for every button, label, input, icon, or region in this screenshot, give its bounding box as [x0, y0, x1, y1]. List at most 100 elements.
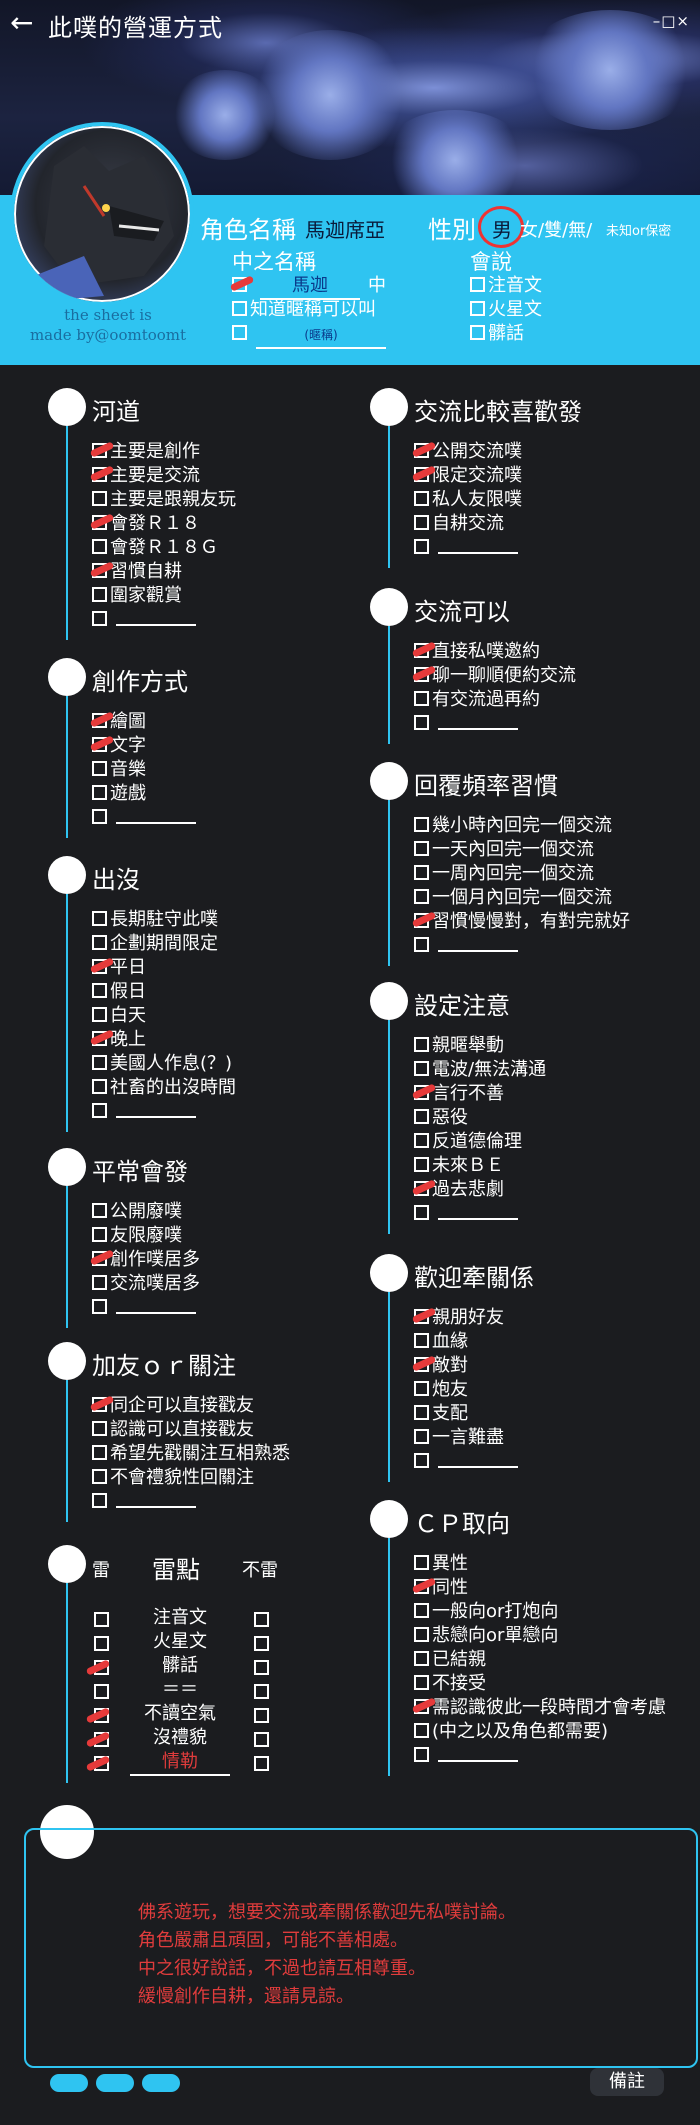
checkbox[interactable]: [414, 1747, 429, 1762]
checkbox[interactable]: [414, 1109, 429, 1124]
checkbox[interactable]: [92, 1275, 107, 1290]
checkbox-mine[interactable]: [94, 1612, 109, 1627]
checkbox[interactable]: [414, 1333, 429, 1348]
checkbox[interactable]: [92, 1445, 107, 1460]
checkbox[interactable]: [92, 935, 107, 950]
gender-unknown[interactable]: 未知or保密: [606, 224, 672, 239]
checkbox[interactable]: [92, 983, 107, 998]
memo-button[interactable]: 備註: [590, 2068, 664, 2096]
checkbox-mine[interactable]: [94, 1636, 109, 1651]
checkbox[interactable]: [92, 1421, 107, 1436]
checkbox[interactable]: [92, 1007, 107, 1022]
option-label: 過去悲劇: [432, 1179, 504, 1200]
checkbox[interactable]: [414, 539, 429, 554]
checkbox[interactable]: [414, 1555, 429, 1570]
checkbox[interactable]: [414, 1205, 429, 1220]
checkbox[interactable]: [92, 1103, 107, 1118]
checkbox[interactable]: [92, 785, 107, 800]
section-line: [66, 696, 68, 838]
checkbox[interactable]: [232, 325, 247, 340]
list-item: 一個月內回完一個交流: [414, 886, 612, 910]
checkbox[interactable]: [232, 301, 247, 316]
checkbox[interactable]: [414, 1157, 429, 1172]
section-dot: [48, 856, 86, 894]
option-label: 不會禮貌性回關注: [110, 1467, 254, 1488]
fill-blank[interactable]: [438, 1452, 518, 1468]
checkbox-not-mine[interactable]: [254, 1660, 269, 1675]
pill-button[interactable]: [96, 2074, 134, 2092]
fill-blank[interactable]: [116, 808, 196, 824]
checkbox[interactable]: [92, 809, 107, 824]
fill-blank[interactable]: [116, 1492, 196, 1508]
checkbox[interactable]: [414, 1405, 429, 1420]
checkbox[interactable]: [414, 937, 429, 952]
checkbox[interactable]: [414, 889, 429, 904]
checkbox[interactable]: [92, 911, 107, 926]
checkbox-not-mine[interactable]: [254, 1684, 269, 1699]
pill-button[interactable]: [50, 2074, 88, 2092]
fill-blank[interactable]: [438, 1204, 518, 1220]
checkbox[interactable]: [414, 715, 429, 730]
checkbox[interactable]: [470, 325, 485, 340]
checkbox[interactable]: [414, 1429, 429, 1444]
option-label: 習慣慢慢對，有對完就好: [432, 911, 630, 932]
checkbox-not-mine[interactable]: [254, 1636, 269, 1651]
mine-label: 火星文: [153, 1631, 207, 1652]
checkbox[interactable]: [92, 761, 107, 776]
section-title: 設定注意: [414, 992, 510, 1020]
window-controls[interactable]: –□×: [652, 12, 690, 30]
checkbox[interactable]: [414, 491, 429, 506]
checkbox[interactable]: [92, 1493, 107, 1508]
option-label: 公開廢噗: [110, 1201, 182, 1222]
fill-blank[interactable]: [116, 610, 196, 626]
checkbox[interactable]: [414, 515, 429, 530]
checkbox[interactable]: [470, 301, 485, 316]
fill-blank[interactable]: [438, 936, 518, 952]
checkbox[interactable]: [414, 865, 429, 880]
checkbox[interactable]: [92, 539, 107, 554]
checkbox[interactable]: [414, 691, 429, 706]
fill-blank[interactable]: [438, 1746, 518, 1762]
list-item: [414, 536, 518, 560]
checkbox[interactable]: [92, 1079, 107, 1094]
checkbox[interactable]: [414, 1037, 429, 1052]
checkbox[interactable]: [92, 491, 107, 506]
back-arrow-icon[interactable]: ←: [10, 6, 34, 39]
checkbox[interactable]: [414, 817, 429, 832]
checkbox[interactable]: [92, 1203, 107, 1218]
option-label: 同企可以直接戳友: [110, 1395, 254, 1416]
checkbox[interactable]: [414, 1651, 429, 1666]
section-line: [66, 1380, 68, 1522]
fill-blank[interactable]: [116, 1102, 196, 1118]
checkbox[interactable]: [414, 1453, 429, 1468]
checkbox[interactable]: [414, 841, 429, 856]
checkbox[interactable]: [414, 1627, 429, 1642]
checkbox[interactable]: [414, 1603, 429, 1618]
fill-blank[interactable]: [438, 538, 518, 554]
checkbox[interactable]: [92, 587, 107, 602]
fill-blank[interactable]: [116, 1298, 196, 1314]
checkbox[interactable]: [414, 1381, 429, 1396]
checkbox[interactable]: [92, 1227, 107, 1242]
checkbox[interactable]: [414, 1723, 429, 1738]
checkbox[interactable]: [92, 1299, 107, 1314]
fill-blank[interactable]: [438, 714, 518, 730]
checkbox[interactable]: [92, 611, 107, 626]
pill-button[interactable]: [142, 2074, 180, 2092]
checkbox[interactable]: [92, 1469, 107, 1484]
checkbox-not-mine[interactable]: [254, 1732, 269, 1747]
checkbox-not-mine[interactable]: [254, 1708, 269, 1723]
checkbox[interactable]: [470, 277, 485, 292]
gender-others[interactable]: 女/雙/無/: [520, 220, 593, 241]
checkbox-not-mine[interactable]: [254, 1756, 269, 1771]
checkbox[interactable]: [414, 1675, 429, 1690]
checkbox[interactable]: [414, 1061, 429, 1076]
notes-dot: [40, 1805, 94, 1859]
sheet-credit: the sheet is made by@oomtoomt: [18, 305, 198, 345]
checkbox-mine[interactable]: [94, 1684, 109, 1699]
checkbox[interactable]: [414, 1133, 429, 1148]
list-item: [92, 1296, 196, 1320]
checkbox[interactable]: [92, 1055, 107, 1070]
checkbox-not-mine[interactable]: [254, 1612, 269, 1627]
option-label: 一言難盡: [432, 1427, 504, 1448]
